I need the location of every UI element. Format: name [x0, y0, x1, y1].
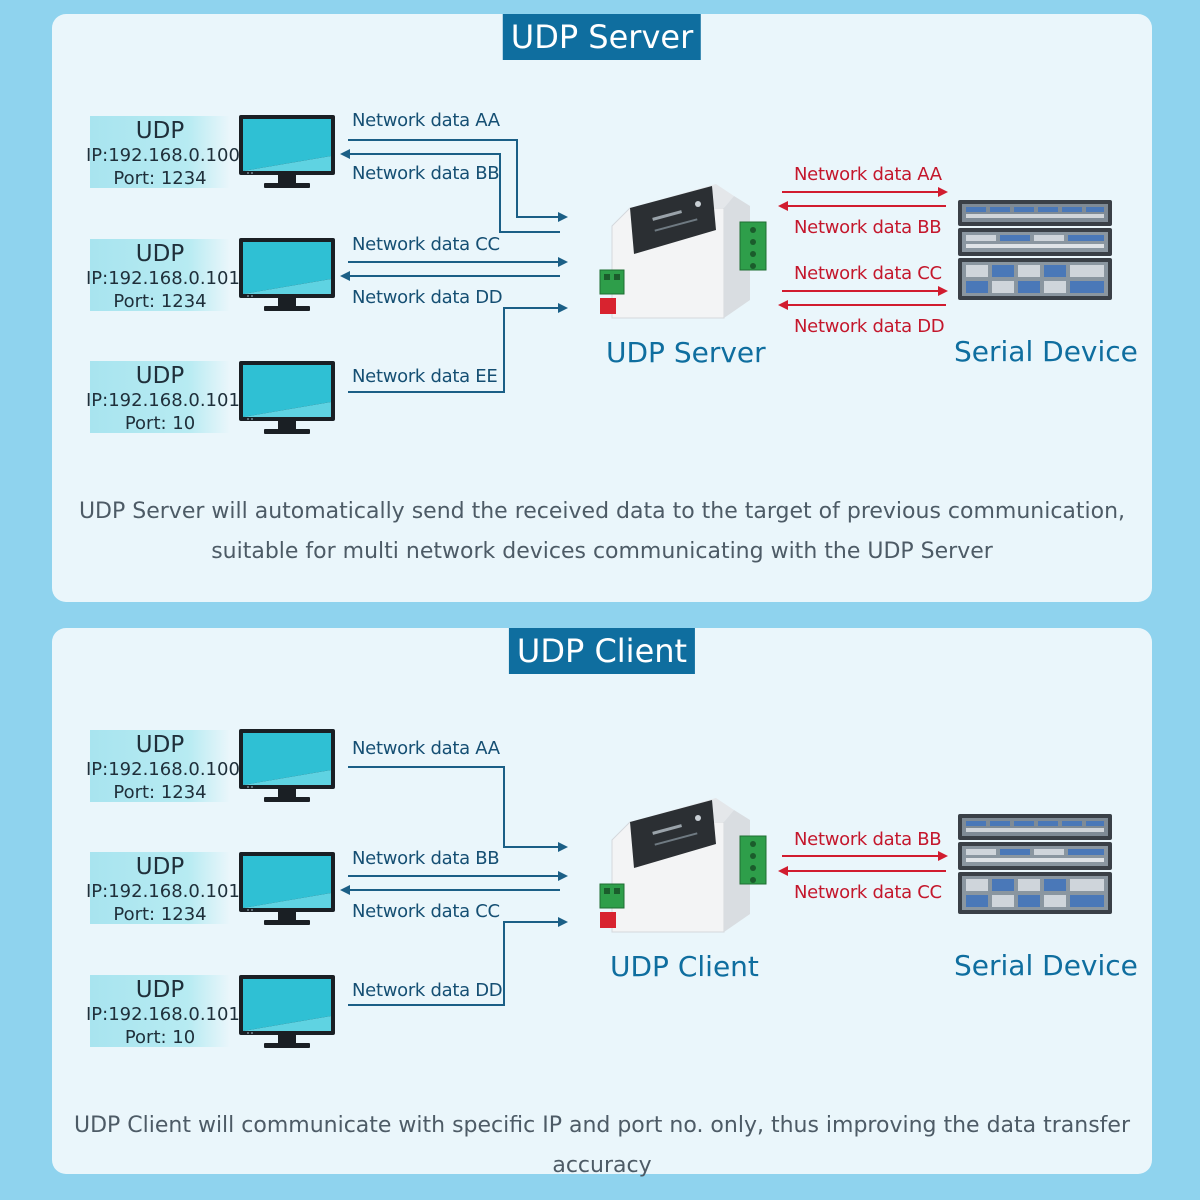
- udp-client-info-1: UDP IP:192.168.0.100 Port: 1234: [86, 730, 240, 803]
- caption-line: UDP Client will communicate with specifi…: [73, 1113, 1131, 1178]
- client-ip: IP:192.168.0.100: [86, 145, 240, 166]
- client-port: Port: 1234: [113, 782, 207, 803]
- caption-line: UDP Server will automatically send the r…: [78, 499, 1126, 524]
- serial-data-label: Network data BB: [794, 217, 942, 238]
- serial-data-label: Network data CC: [794, 263, 942, 284]
- client-protocol: UDP: [135, 241, 185, 267]
- monitor-icon: [238, 237, 336, 313]
- client-port: Port: 10: [124, 1027, 196, 1048]
- converter-device-icon: [574, 178, 774, 319]
- udp-client-panel: UDP Client UDP IP:192.168.0.100 Port: 12…: [52, 628, 1152, 1178]
- serial-arrows: [52, 628, 1152, 1174]
- client-ip: IP:192.168.0.101: [86, 268, 240, 289]
- client-protocol: UDP: [135, 854, 185, 880]
- network-data-label: Network data AA: [352, 738, 500, 759]
- caption-line: suitable for multi network devices commu…: [211, 539, 993, 564]
- client-ip: IP:192.168.0.100: [86, 759, 240, 780]
- udp-client-info-2: UDP IP:192.168.0.101 Port: 1234: [86, 852, 240, 925]
- device-label: UDP Server: [606, 336, 766, 369]
- udp-server-panel: UDP Server UDP IP:192.168.0.100 Port: 12…: [52, 14, 1152, 602]
- serial-device-label: Serial Device: [954, 335, 1138, 368]
- panel-title: UDP Client: [508, 628, 696, 674]
- network-arrows: [52, 628, 1152, 1174]
- network-data-label: Network data CC: [352, 234, 500, 255]
- client-port: Port: 10: [124, 413, 196, 434]
- serial-device-label: Serial Device: [954, 949, 1138, 982]
- network-data-label: Network data CC: [352, 901, 500, 922]
- udp-client-info-2: UDP IP:192.168.0.101 Port: 1234: [86, 239, 240, 312]
- network-arrows: [52, 14, 1152, 602]
- udp-client-info-1: UDP IP:192.168.0.100 Port: 1234: [86, 116, 240, 189]
- monitor-icon: [238, 851, 336, 927]
- network-data-label: Network data DD: [352, 287, 503, 308]
- panel-title: UDP Server: [502, 14, 702, 60]
- server-rack-icon: [956, 198, 1114, 302]
- monitor-icon: [238, 360, 336, 436]
- serial-data-label: Network data CC: [794, 882, 942, 903]
- udp-client-info-3: UDP IP:192.168.0.101 Port: 10: [86, 361, 240, 434]
- client-protocol: UDP: [135, 732, 185, 758]
- client-ip: IP:192.168.0.101: [86, 881, 240, 902]
- serial-data-label: Network data DD: [794, 316, 945, 337]
- client-port: Port: 1234: [113, 904, 207, 925]
- client-protocol: UDP: [135, 118, 185, 144]
- serial-arrows: [52, 14, 1152, 602]
- network-data-label: Network data AA: [352, 110, 500, 131]
- monitor-icon: [238, 114, 336, 190]
- client-ip: IP:192.168.0.101: [86, 390, 240, 411]
- device-label: UDP Client: [610, 950, 759, 983]
- udp-client-info-3: UDP IP:192.168.0.101 Port: 10: [86, 975, 240, 1048]
- monitor-icon: [238, 728, 336, 804]
- network-data-label: Network data DD: [352, 980, 503, 1001]
- client-port: Port: 1234: [113, 168, 207, 189]
- client-ip: IP:192.168.0.101: [86, 1004, 240, 1025]
- converter-device-icon: [574, 792, 774, 933]
- monitor-icon: [238, 974, 336, 1050]
- client-port: Port: 1234: [113, 291, 207, 312]
- network-data-label: Network data BB: [352, 848, 500, 869]
- client-protocol: UDP: [135, 363, 185, 389]
- network-data-label: Network data BB: [352, 163, 500, 184]
- client-protocol: UDP: [135, 977, 185, 1003]
- serial-data-label: Network data BB: [794, 829, 942, 850]
- serial-data-label: Network data AA: [794, 164, 942, 185]
- server-rack-icon: [956, 812, 1114, 916]
- network-data-label: Network data EE: [352, 366, 498, 387]
